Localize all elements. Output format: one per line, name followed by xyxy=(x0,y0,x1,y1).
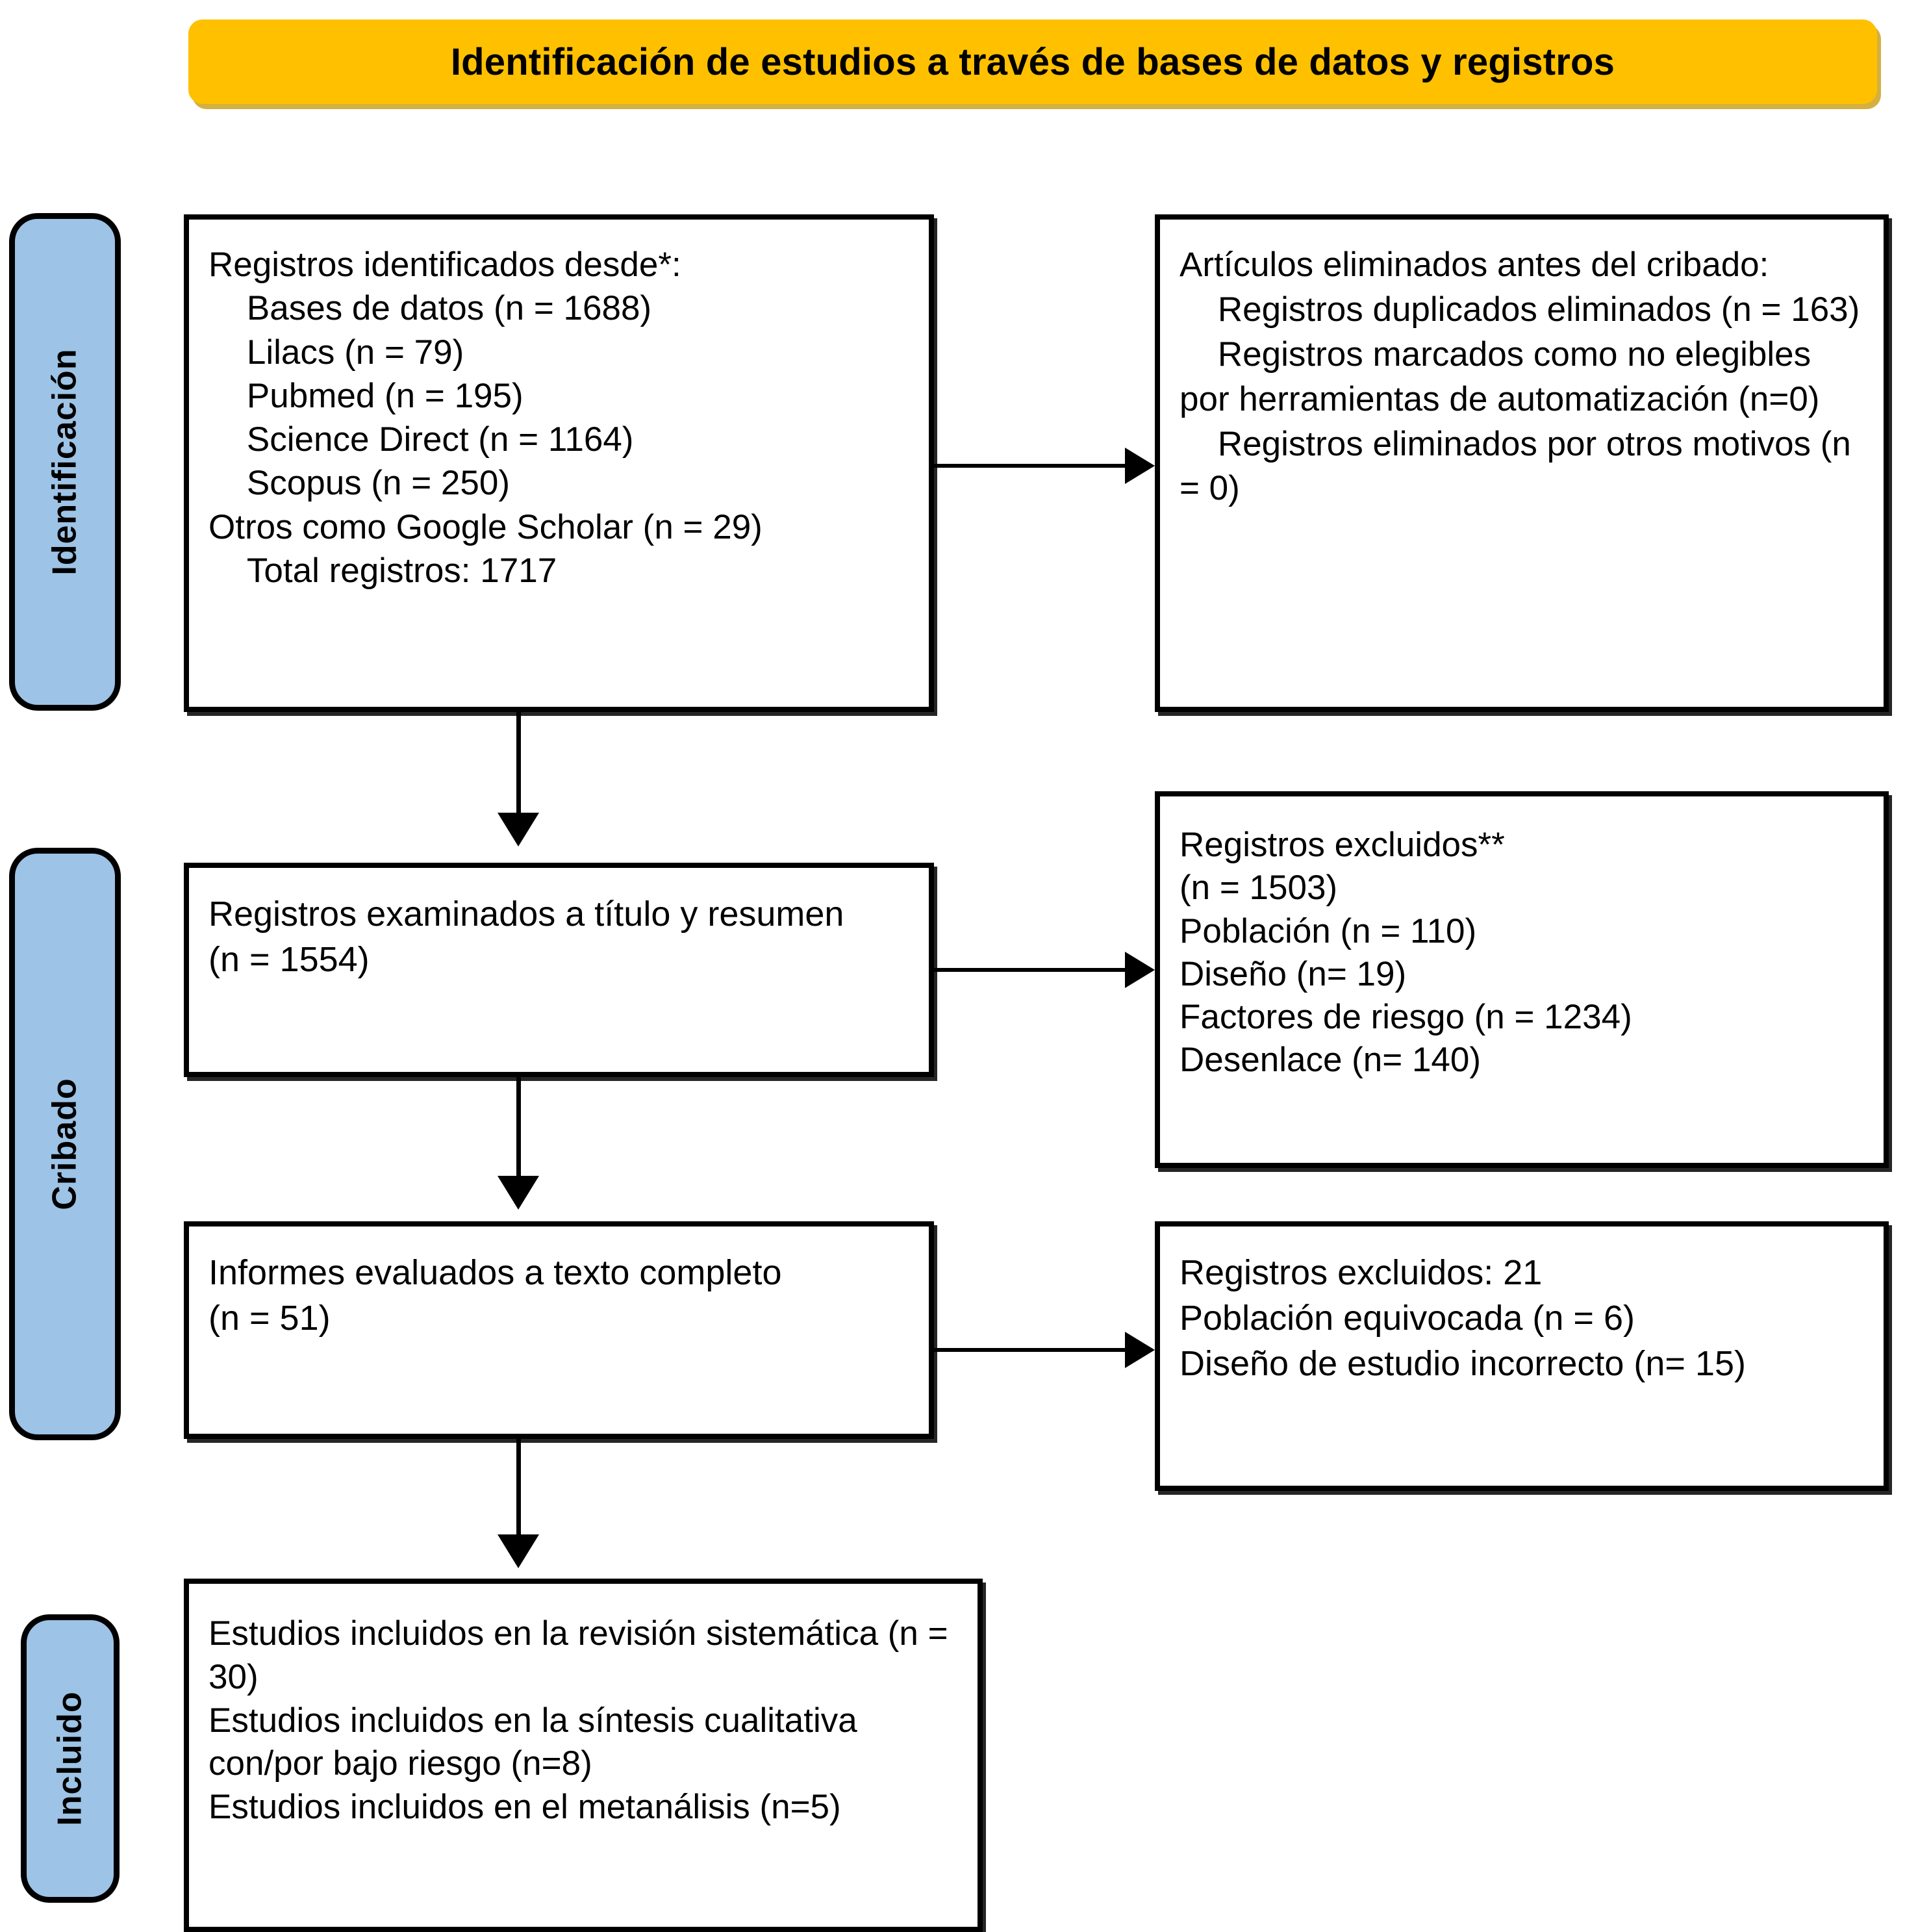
arrow-screened-to-fulltext-line xyxy=(516,1077,521,1184)
box-records-removed-before-screening: Artículos eliminados antes del cribado: … xyxy=(1155,214,1889,712)
box-reports-assessed-fulltext-text: Informes evaluados a texto completo (n =… xyxy=(208,1253,782,1338)
arrow-fulltext-to-included-head-icon xyxy=(498,1534,539,1568)
box-studies-included: Estudios incluidos en la revisión sistem… xyxy=(184,1579,983,1932)
box-reports-excluded: Registros excluidos: 21 Población equivo… xyxy=(1155,1221,1889,1491)
box-records-excluded: Registros excluidos** (n = 1503) Poblaci… xyxy=(1155,791,1889,1168)
arrow-identified-to-removed-head-icon xyxy=(1125,448,1155,484)
box-records-screened: Registros examinados a título y resumen … xyxy=(184,863,934,1077)
arrow-fulltext-to-excluded-head-icon xyxy=(1125,1332,1155,1368)
stage-label-identificacion: Identificación xyxy=(9,213,121,711)
stage-label-incluido-text: Incluido xyxy=(51,1691,90,1826)
box-records-identified: Registros identificados desde*: Bases de… xyxy=(184,214,934,712)
arrow-fulltext-to-included-line xyxy=(516,1439,521,1543)
box-reports-assessed-fulltext: Informes evaluados a texto completo (n =… xyxy=(184,1221,934,1439)
box-reports-excluded-text: Registros excluidos: 21 Población equivo… xyxy=(1180,1253,1746,1384)
box-records-identified-text: Registros identificados desde*: Bases de… xyxy=(208,246,763,591)
diagram-title: Identificación de estudios a través de b… xyxy=(450,40,1615,83)
box-records-removed-text: Artículos eliminados antes del cribado: … xyxy=(1180,246,1860,508)
stage-label-cribado: Cribado xyxy=(9,848,121,1440)
stage-label-identificacion-text: Identificación xyxy=(46,348,84,576)
stage-label-incluido: Incluido xyxy=(21,1614,120,1903)
arrow-identified-to-removed-line xyxy=(934,464,1129,468)
arrow-screened-to-excluded-head-icon xyxy=(1125,952,1155,988)
arrow-screened-to-fulltext-head-icon xyxy=(498,1176,539,1210)
arrow-fulltext-to-excluded-line xyxy=(934,1348,1129,1352)
stage-label-cribado-text: Cribado xyxy=(46,1078,84,1210)
diagram-title-banner: Identificación de estudios a través de b… xyxy=(188,19,1877,104)
box-studies-included-text: Estudios incluidos en la revisión sistem… xyxy=(208,1614,948,1827)
box-records-screened-text: Registros examinados a título y resumen … xyxy=(208,895,844,980)
arrow-identified-to-screened-line xyxy=(516,712,521,822)
arrow-identified-to-screened-head-icon xyxy=(498,813,539,846)
box-records-excluded-text: Registros excluidos** (n = 1503) Poblaci… xyxy=(1180,826,1632,1080)
arrow-screened-to-excluded-line xyxy=(934,968,1129,972)
